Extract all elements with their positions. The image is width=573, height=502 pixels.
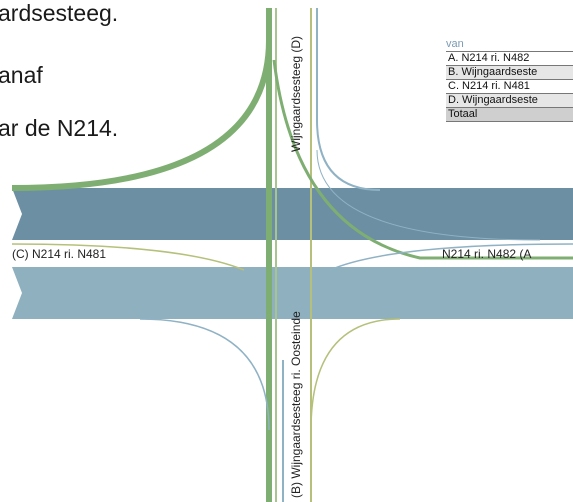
table-row: A. N214 ri. N482: [446, 51, 573, 65]
flow-south-blue: [316, 8, 381, 191]
flow-curve-c-to-b: [11, 243, 245, 271]
label-east-road: N214 ri. N482 (A: [442, 247, 531, 261]
road-eastbound: [12, 267, 573, 319]
road-westbound: [12, 188, 573, 240]
table-row: B. Wijngaardseste: [446, 65, 573, 79]
origin-table: van A. N214 ri. N482 B. Wijngaardseste C…: [446, 37, 573, 122]
road-westbound-end: [12, 188, 22, 240]
table-row: C. N214 ri. N481: [446, 79, 573, 93]
flow-curve-d-to-c: [11, 39, 272, 191]
table-total-row: Totaal: [446, 107, 573, 122]
text-fragment-1: ardsesteeg.: [0, 0, 119, 26]
flow-curve-b-to-c: [139, 318, 270, 431]
flow-curve-b-to-a: [310, 318, 401, 431]
text-fragment-2: anaf: [0, 62, 43, 88]
text-fragment-3: ar de N214.: [0, 115, 119, 141]
flow-curve-d-to-right: [316, 149, 541, 241]
label-north-road: Wijngaardsesteeg (D): [289, 36, 303, 152]
flow-curve-a-to-b: [329, 243, 573, 271]
table-header: van: [446, 38, 464, 50]
label-south-road: (B) Wijngaardsesteeg ri. Oosteinde: [289, 311, 303, 498]
label-west-road: (C) N214 ri. N481: [12, 247, 106, 261]
table-row: D. Wijngaardseste: [446, 93, 573, 107]
road-eastbound-end: [12, 267, 22, 319]
